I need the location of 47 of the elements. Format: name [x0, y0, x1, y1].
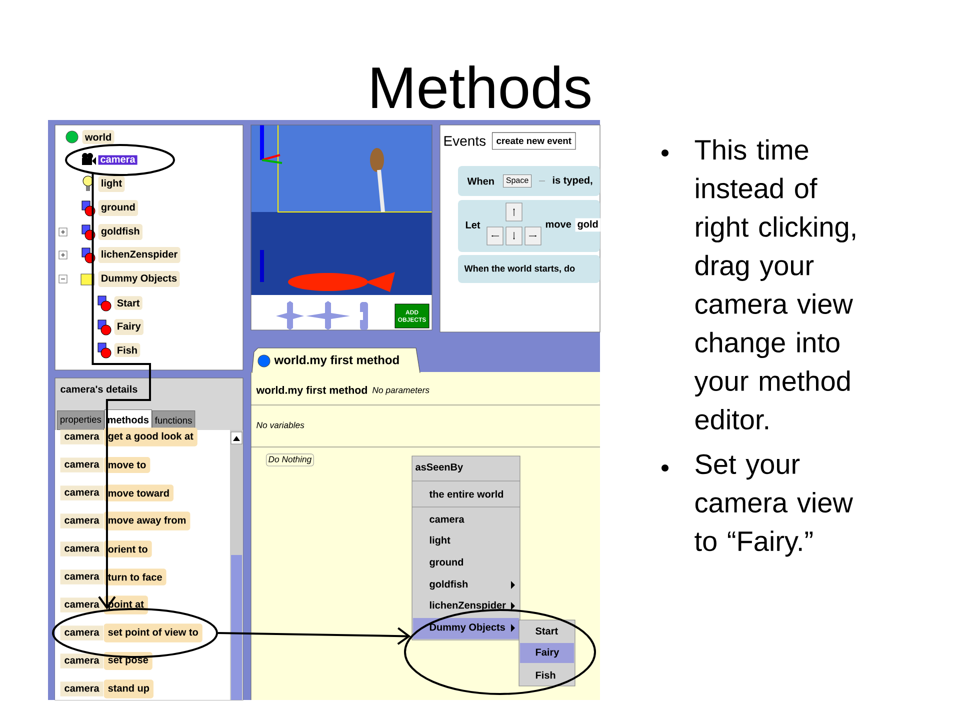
tree-item: lichenZenspider — [98, 247, 180, 263]
menu-item: the entire world — [429, 490, 504, 498]
method-tile: camera set pose — [60, 652, 152, 670]
method-header: world.my first method — [256, 386, 367, 396]
menu-item: light — [430, 536, 450, 546]
menu-header: asSeenBy — [416, 463, 463, 473]
title: Methods — [372, 65, 590, 109]
method-tile: camera turn to face — [60, 568, 166, 586]
tree-item: ground — [98, 200, 138, 216]
menu-item: Start — [536, 627, 558, 635]
tree-item: goldfish — [98, 224, 142, 240]
method-tile: camera orient to — [60, 540, 152, 558]
menu-item: camera — [430, 517, 464, 523]
menu-item: Dummy Objects — [413, 618, 519, 639]
menu-item: Fairy — [520, 643, 574, 663]
menu-item: goldfish — [430, 580, 468, 590]
bullet-text: Set your camera view to “Fairy.” — [694, 454, 854, 557]
bullet-text: This time instead of right clicking, drag your camera view change into your method editor. — [694, 139, 856, 430]
do-nothing-block: Do Nothing — [266, 454, 314, 466]
tree-item: Start — [114, 296, 142, 310]
menu-item: ground — [430, 558, 464, 568]
method-tile: camera stand up — [60, 680, 154, 698]
method-tile: camera move toward — [60, 484, 174, 502]
menu-item: Fish — [536, 671, 556, 679]
event-text: is typed, — [552, 176, 592, 186]
panel-title: camera's details — [60, 385, 138, 393]
event-text: Let — [466, 222, 480, 228]
key-button: Space — [503, 174, 532, 188]
method-tile: camera move to — [60, 457, 150, 473]
tab: functions — [152, 410, 196, 430]
variable-note: No variables — [256, 422, 304, 428]
arrow — [92, 174, 151, 610]
event-text: move — [546, 222, 572, 228]
event-text: When the world starts, do — [464, 265, 575, 273]
parameter-note: No parameters — [372, 387, 430, 395]
panel-title: Events — [444, 136, 486, 146]
method-tile: camera set point of view to — [60, 624, 202, 642]
method-tile: camera get a good look at — [60, 428, 198, 446]
create-event-button: create new event — [492, 132, 576, 150]
tree-item: Fairy — [114, 319, 144, 335]
method-tile: camera move away from — [60, 512, 190, 530]
event-text: When — [467, 177, 494, 185]
arrow — [218, 627, 411, 645]
menu-item: lichenZenspider — [430, 601, 506, 611]
tree-item: Dummy Objects — [98, 271, 180, 287]
tab: properties — [57, 410, 104, 430]
tab: world.my first method — [252, 348, 420, 374]
